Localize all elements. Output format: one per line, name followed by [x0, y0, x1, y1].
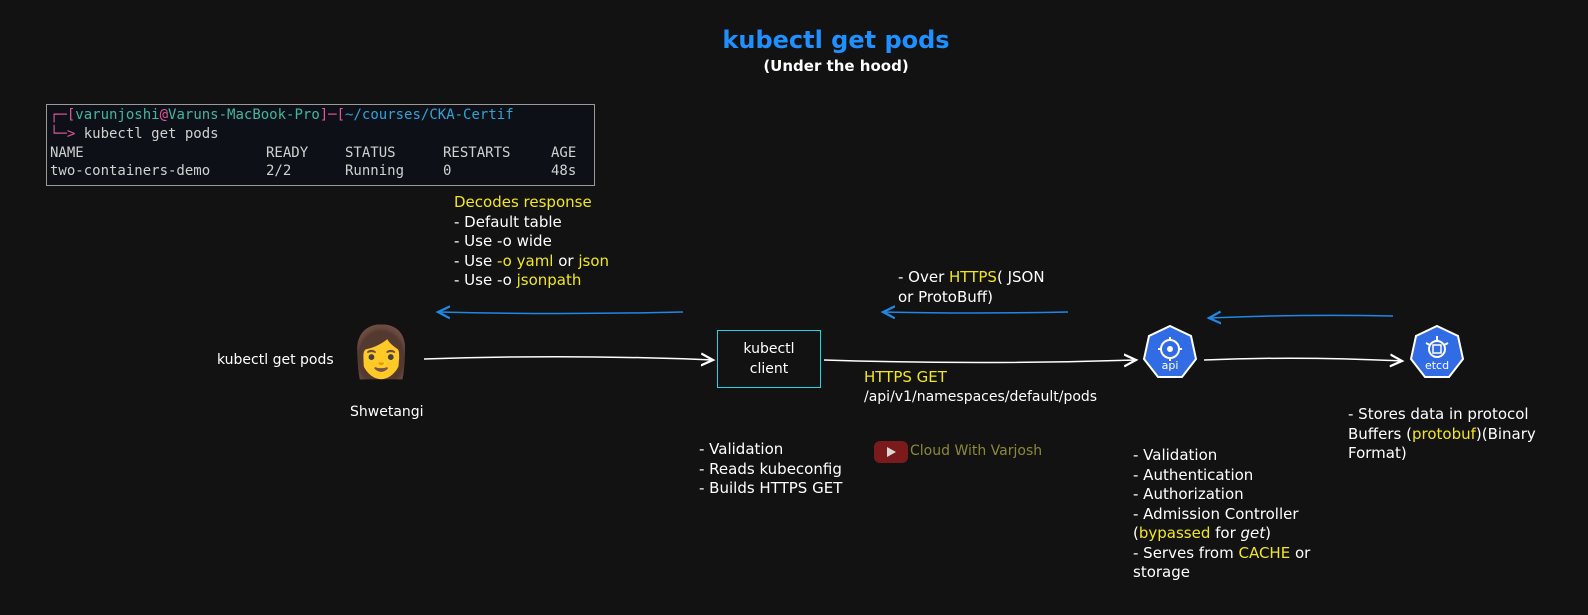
- column-restarts: RESTARTS: [443, 145, 511, 161]
- pod-ready: 2/2: [266, 163, 292, 179]
- column-age: AGE: [551, 145, 577, 161]
- etcd-label: etcd: [1424, 359, 1450, 372]
- api-note-storage: storage: [1133, 563, 1190, 581]
- response-arrow-client-to-user: [438, 312, 684, 314]
- request-method: HTTPS GET: [864, 368, 947, 386]
- api-server-icon: [1140, 323, 1200, 383]
- pod-name: two-containers-demo: [50, 163, 211, 179]
- client-note-kubeconfig: - Reads kubeconfig: [699, 459, 842, 478]
- etcd-note-format: Format): [1348, 444, 1407, 462]
- api-note-cache: - Serves from CACHE or: [1133, 543, 1311, 562]
- pod-age: 48s: [551, 163, 577, 179]
- decode-line-wide: - Use -o wide: [454, 232, 552, 250]
- request-arrow-user-to-client: [423, 357, 713, 360]
- client-label-line1: kubectl: [743, 341, 795, 357]
- prompt-user: varunjoshi: [75, 107, 160, 123]
- decode-line-yaml-json: - Use -o yaml or json: [454, 251, 610, 270]
- user-name: Shwetangi: [350, 404, 424, 420]
- request-arrow-api-to-etcd: [1203, 358, 1402, 361]
- kubectl-client-box: kubectl client: [717, 330, 821, 388]
- api-note-bypassed: (bypassed for get): [1133, 524, 1272, 542]
- client-label-line2: client: [749, 361, 789, 377]
- client-note-validation: - Validation: [699, 440, 784, 458]
- decode-response-note: Decodes response - Default table - Use -…: [454, 193, 609, 291]
- response-line-https: - Over HTTPS( JSON: [898, 268, 1045, 286]
- prompt-host: Varuns-MacBook-Pro: [168, 107, 320, 123]
- etcd-icon: [1407, 323, 1467, 383]
- page-title: kubectl get pods: [722, 26, 950, 54]
- request-arrow-client-to-api: [823, 360, 1136, 363]
- watermark-text: Cloud With Varjosh: [910, 443, 1043, 459]
- response-format-note: - Over HTTPS( JSON or ProtoBuff): [898, 268, 1045, 307]
- response-arrow-etcd-to-api: [1209, 315, 1394, 318]
- decode-heading: Decodes response: [454, 193, 592, 211]
- prompt-path: ~/courses/CKA-Certif: [345, 107, 514, 123]
- column-ready: READY: [266, 145, 309, 161]
- user-avatar-icon: 👩: [350, 323, 413, 381]
- etcd-notes: - Stores data in protocol Buffers (proto…: [1348, 405, 1536, 464]
- client-notes: - Validation - Reads kubeconfig - Builds…: [699, 440, 842, 499]
- column-status: STATUS: [345, 145, 396, 161]
- terminal-command: kubectl get pods: [83, 126, 219, 142]
- terminal-command-line: └─> kubectl get pods: [50, 126, 219, 142]
- etcd-note-protobuf: Buffers (protobuf)(Binary: [1348, 424, 1536, 443]
- user-command-label: kubectl get pods: [217, 352, 334, 368]
- decode-line-jsonpath: - Use -o jsonpath: [454, 271, 582, 289]
- api-note-admission: - Admission Controller: [1133, 504, 1299, 523]
- api-note-validation: - Validation: [1133, 446, 1218, 464]
- decode-line-default: - Default table: [454, 212, 562, 231]
- terminal-snapshot: ┌─[varunjoshi@Varuns-MacBook-Pro]─[~/cou…: [46, 104, 595, 186]
- request-path: /api/v1/namespaces/default/pods: [864, 389, 1098, 405]
- client-note-build-get: - Builds HTTPS GET: [699, 479, 843, 497]
- api-note-authentication: - Authentication: [1133, 465, 1254, 484]
- etcd-note-stores: - Stores data in protocol: [1348, 405, 1529, 423]
- api-notes: - Validation - Authentication - Authoriz…: [1133, 446, 1310, 583]
- api-note-authorization: - Authorization: [1133, 485, 1244, 503]
- youtube-icon: [874, 441, 908, 463]
- api-label: api: [1161, 359, 1179, 372]
- column-name: NAME: [50, 145, 84, 161]
- response-arrow-api-to-client: [883, 312, 1069, 313]
- terminal-prompt: ┌─[varunjoshi@Varuns-MacBook-Pro]─[~/cou…: [50, 107, 514, 123]
- pod-restarts: 0: [443, 163, 452, 179]
- response-line-protobuff: or ProtoBuff): [898, 287, 993, 306]
- page-subtitle: (Under the hood): [763, 57, 909, 75]
- pod-status: Running: [345, 163, 405, 179]
